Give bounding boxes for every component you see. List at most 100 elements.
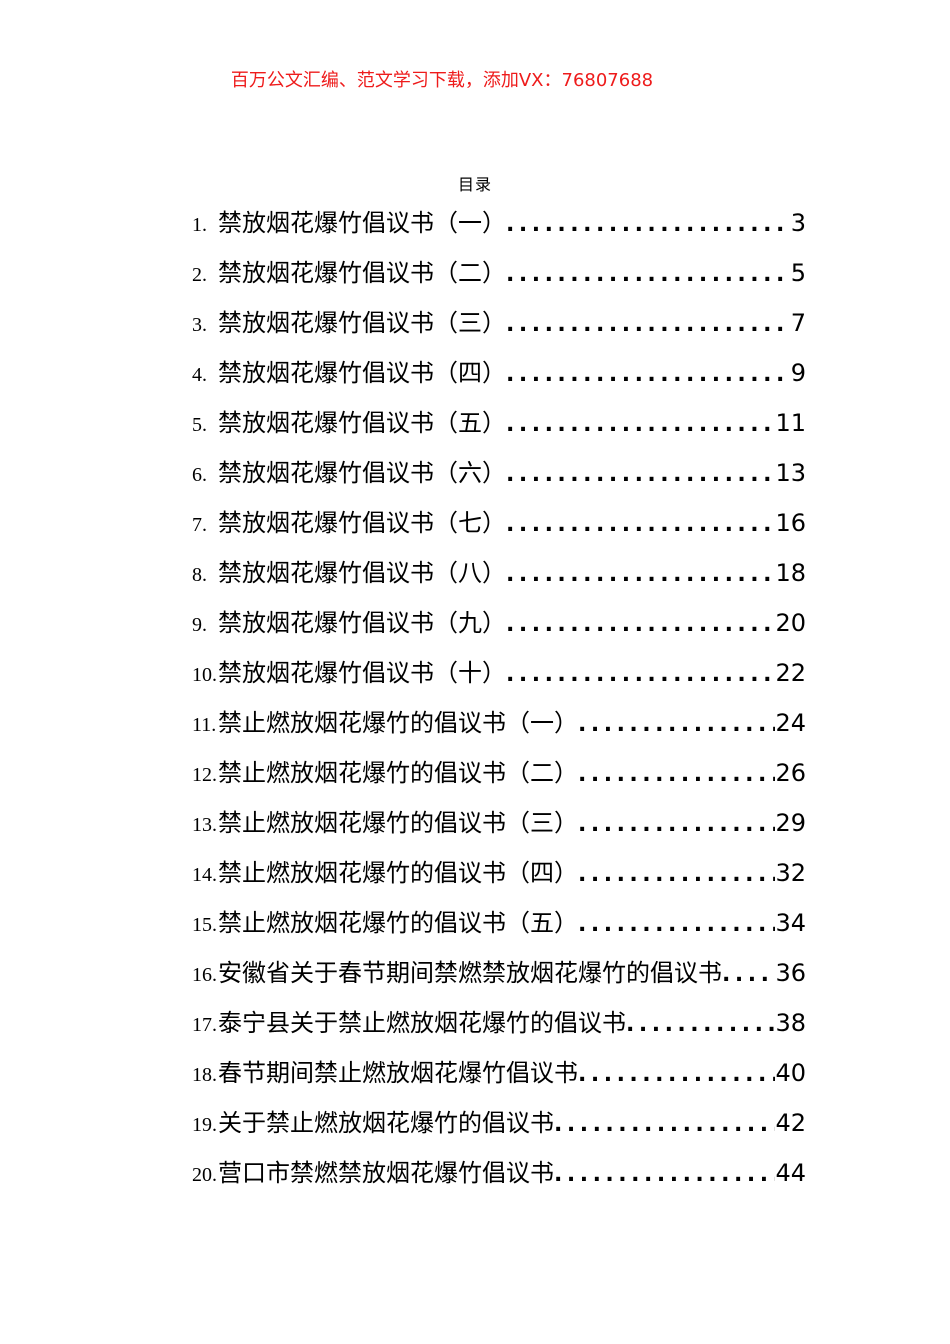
toc-item-leader-dots <box>578 912 775 938</box>
toc-item-number: 6. <box>192 464 207 486</box>
toc-item-page-number: 20 <box>775 609 806 637</box>
toc-item-number: 1. <box>192 214 207 236</box>
toc-item-number: 12. <box>192 764 217 786</box>
toc-item-title: 禁放烟花爆竹倡议书（六） <box>218 459 506 487</box>
toc-item-title: 禁止燃放烟花爆竹的倡议书（四） <box>218 859 578 887</box>
toc-item-title: 营口市禁燃禁放烟花爆竹倡议书 <box>218 1159 554 1187</box>
toc-item-title: 禁止燃放烟花爆竹的倡议书（二） <box>218 759 578 787</box>
toc-item-title: 禁放烟花爆竹倡议书（一） <box>218 209 506 237</box>
toc-item-number: 11. <box>192 714 217 736</box>
toc-item-page-number: 11 <box>775 409 806 437</box>
toc-item-title: 禁放烟花爆竹倡议书（十） <box>218 659 506 687</box>
toc-item-leader-dots <box>578 712 775 738</box>
toc-item-number: 4. <box>192 364 207 386</box>
toc-item-page-number: 44 <box>775 1159 806 1187</box>
toc-item-page-number: 36 <box>775 959 806 987</box>
toc-item-title: 禁放烟花爆竹倡议书（九） <box>218 609 506 637</box>
toc-item-number: 16. <box>192 964 217 986</box>
toc-item-page-number: 34 <box>775 909 806 937</box>
toc-item[interactable]: 17. 泰宁县关于禁止燃放烟花爆竹的倡议书 38 <box>192 1000 806 1050</box>
toc-item-number: 10. <box>192 664 217 686</box>
toc-item-leader-dots <box>578 1062 775 1088</box>
toc-item-number: 3. <box>192 314 207 336</box>
toc-item-page-number: 29 <box>775 809 806 837</box>
toc-item-number: 2. <box>192 264 207 286</box>
toc-item[interactable]: 10. 禁放烟花爆竹倡议书（十） 22 <box>192 650 806 700</box>
toc-item-title: 春节期间禁止燃放烟花爆竹倡议书 <box>218 1059 578 1087</box>
toc-item[interactable]: 12. 禁止燃放烟花爆竹的倡议书（二） 26 <box>192 750 806 800</box>
toc-item-page-number: 13 <box>775 459 806 487</box>
toc-title: 目录 <box>457 177 492 194</box>
toc-item[interactable]: 3. 禁放烟花爆竹倡议书（三） 7 <box>192 300 806 350</box>
toc-item[interactable]: 14. 禁止燃放烟花爆竹的倡议书（四） 32 <box>192 850 806 900</box>
toc-item-page-number: 5 <box>790 259 806 287</box>
toc-item-title: 禁放烟花爆竹倡议书（三） <box>218 309 506 337</box>
toc-item[interactable]: 9. 禁放烟花爆竹倡议书（九） 20 <box>192 600 806 650</box>
toc-item-leader-dots <box>578 862 775 888</box>
toc-item-number: 15. <box>192 914 217 936</box>
toc-item-page-number: 22 <box>775 659 806 687</box>
toc-item-number: 20. <box>192 1164 217 1186</box>
toc-item-page-number: 26 <box>775 759 806 787</box>
toc-item-page-number: 7 <box>790 309 806 337</box>
toc-item[interactable]: 8. 禁放烟花爆竹倡议书（八） 18 <box>192 550 806 600</box>
toc-item-page-number: 3 <box>790 209 806 237</box>
toc-item-leader-dots <box>506 512 775 538</box>
toc-item-title: 关于禁止燃放烟花爆竹的倡议书 <box>218 1109 554 1137</box>
toc-item-leader-dots <box>554 1112 775 1138</box>
toc-item-leader-dots <box>554 1162 775 1188</box>
toc-item-leader-dots <box>506 662 775 688</box>
toc-item-title: 禁放烟花爆竹倡议书（七） <box>218 509 506 537</box>
toc-item-leader-dots <box>578 762 775 788</box>
toc-item-title: 禁放烟花爆竹倡议书（八） <box>218 559 506 587</box>
toc-item-page-number: 42 <box>775 1109 806 1137</box>
toc-item[interactable]: 5. 禁放烟花爆竹倡议书（五） 11 <box>192 400 806 450</box>
toc-item-number: 9. <box>192 614 207 636</box>
toc-item-number: 14. <box>192 864 217 886</box>
toc-item-title: 禁止燃放烟花爆竹的倡议书（三） <box>218 809 578 837</box>
toc-item-leader-dots <box>506 612 775 638</box>
toc-item[interactable]: 7. 禁放烟花爆竹倡议书（七） 16 <box>192 500 806 550</box>
toc-item-title: 禁放烟花爆竹倡议书（五） <box>218 409 506 437</box>
toc-item[interactable]: 1. 禁放烟花爆竹倡议书（一） 3 <box>192 200 806 250</box>
toc-item-leader-dots <box>506 562 775 588</box>
toc-item[interactable]: 11. 禁止燃放烟花爆竹的倡议书（一） 24 <box>192 700 806 750</box>
toc-item[interactable]: 4. 禁放烟花爆竹倡议书（四） 9 <box>192 350 806 400</box>
toc-item-leader-dots <box>506 262 791 288</box>
toc-list: 1. 禁放烟花爆竹倡议书（一） 3 2. 禁放烟花爆竹倡议书（二） 5 3. 禁… <box>192 200 806 1200</box>
toc-item[interactable]: 6. 禁放烟花爆竹倡议书（六） 13 <box>192 450 806 500</box>
toc-item[interactable]: 2. 禁放烟花爆竹倡议书（二） 5 <box>192 250 806 300</box>
toc-item-title: 禁放烟花爆竹倡议书（二） <box>218 259 506 287</box>
toc-item-number: 7. <box>192 514 207 536</box>
toc-item-page-number: 38 <box>775 1009 806 1037</box>
toc-item-number: 18. <box>192 1064 217 1086</box>
toc-item[interactable]: 19. 关于禁止燃放烟花爆竹的倡议书 42 <box>192 1100 806 1150</box>
toc-item-title: 禁止燃放烟花爆竹的倡议书（五） <box>218 909 578 937</box>
toc-item-number: 13. <box>192 814 217 836</box>
toc-item[interactable]: 20. 营口市禁燃禁放烟花爆竹倡议书 44 <box>192 1150 806 1200</box>
toc-item-title: 禁放烟花爆竹倡议书（四） <box>218 359 506 387</box>
toc-item-title: 泰宁县关于禁止燃放烟花爆竹的倡议书 <box>218 1009 626 1037</box>
toc-item[interactable]: 16. 安徽省关于春节期间禁燃禁放烟花爆竹的倡议书 36 <box>192 950 806 1000</box>
toc-item-number: 8. <box>192 564 207 586</box>
toc-item-leader-dots <box>506 462 775 488</box>
promo-banner: 百万公文汇编、范文学习下载，添加VX：76807688 <box>230 70 654 91</box>
toc-item-page-number: 40 <box>775 1059 806 1087</box>
toc-item-leader-dots <box>506 312 791 338</box>
toc-item-leader-dots <box>506 412 775 438</box>
toc-item-page-number: 18 <box>775 559 806 587</box>
toc-item-number: 19. <box>192 1114 217 1136</box>
toc-item-number: 17. <box>192 1014 217 1036</box>
toc-item-page-number: 24 <box>775 709 806 737</box>
toc-item-leader-dots <box>506 362 791 388</box>
toc-item-leader-dots <box>506 212 791 238</box>
toc-item[interactable]: 15. 禁止燃放烟花爆竹的倡议书（五） 34 <box>192 900 806 950</box>
toc-item-leader-dots <box>722 962 775 988</box>
toc-item[interactable]: 18. 春节期间禁止燃放烟花爆竹倡议书 40 <box>192 1050 806 1100</box>
toc-item-leader-dots <box>626 1012 775 1038</box>
toc-item-page-number: 9 <box>790 359 806 387</box>
toc-item-page-number: 16 <box>775 509 806 537</box>
toc-item-leader-dots <box>578 812 775 838</box>
toc-item[interactable]: 13. 禁止燃放烟花爆竹的倡议书（三） 29 <box>192 800 806 850</box>
